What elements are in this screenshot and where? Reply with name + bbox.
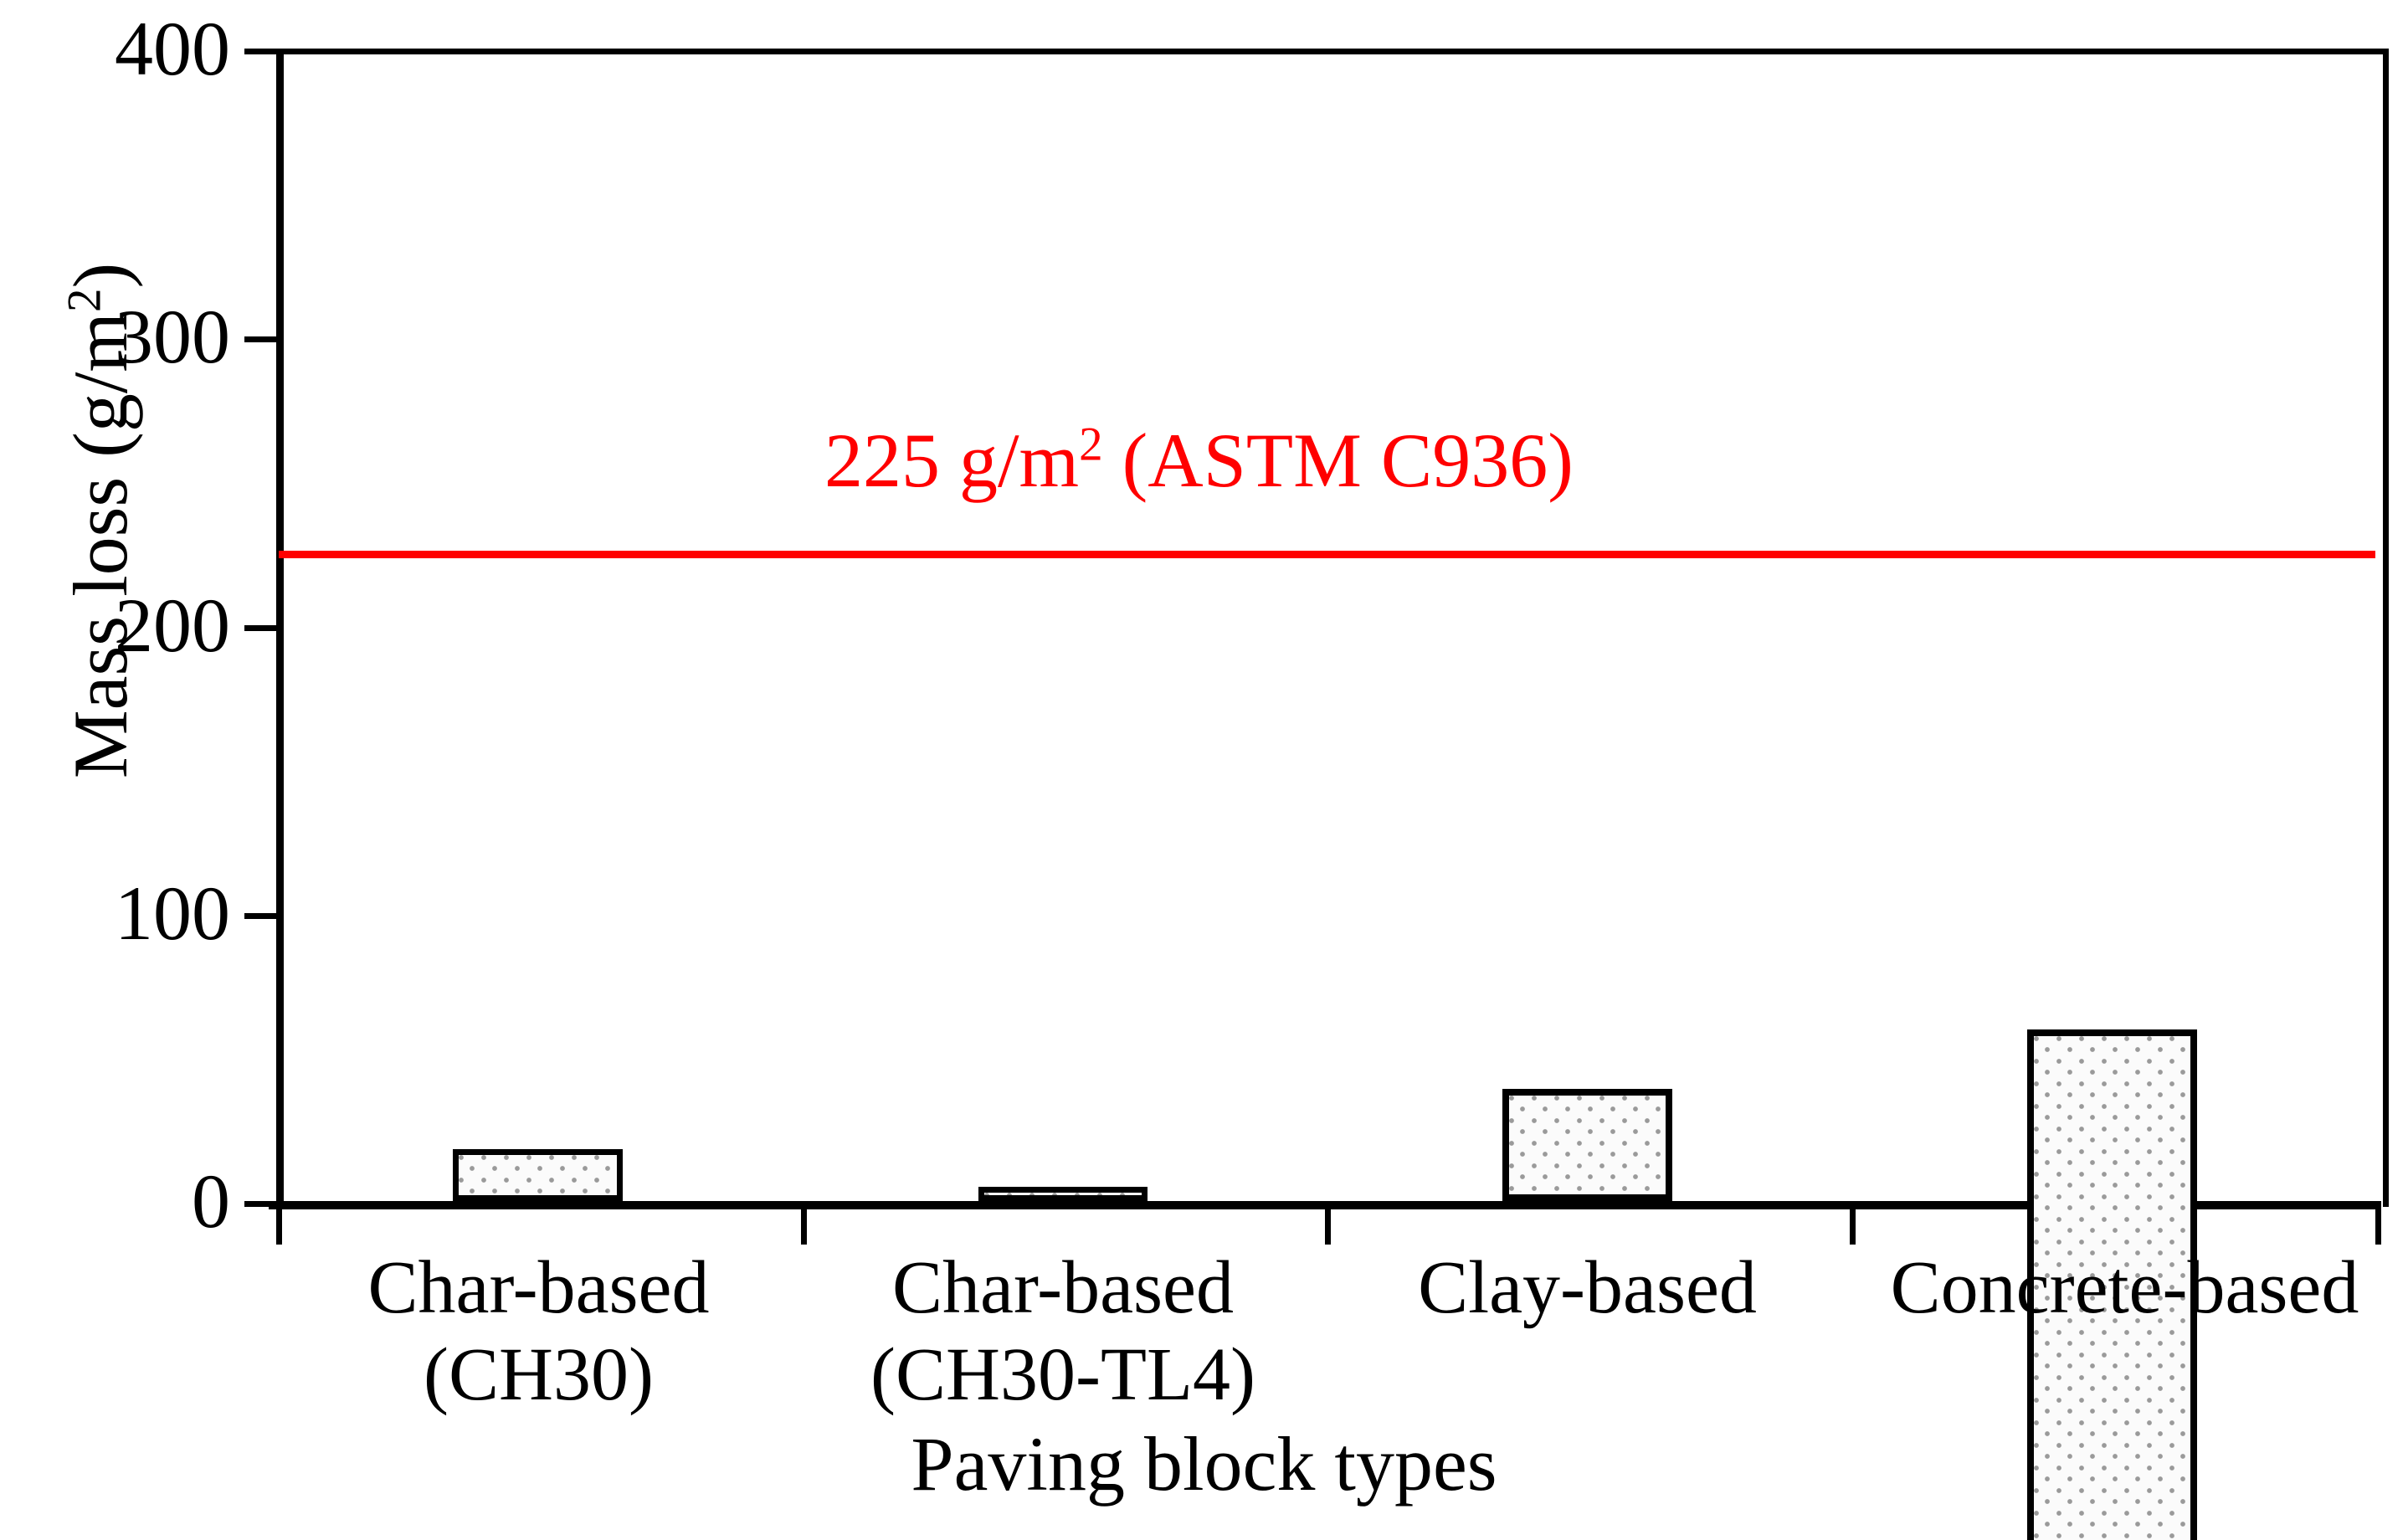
y-tick-100: [244, 913, 276, 919]
y-axis-title-tail: ): [58, 262, 143, 289]
x-category-label-line2: (CH30): [424, 1333, 654, 1416]
y-axis-title-main: Mass loss (g/m: [58, 312, 143, 779]
plot-area: [276, 49, 2389, 1207]
y-tick-label-100: 100: [115, 870, 230, 956]
y-tick-label-200: 200: [115, 583, 230, 668]
bar-char-based-ch30: [453, 1149, 623, 1201]
x-category-label-line1: Clay-based: [1418, 1246, 1757, 1329]
x-category-label-concrete-based: Concrete-based: [1841, 1245, 2408, 1332]
x-category-label-line1: Char-based: [367, 1246, 710, 1329]
y-tick-300: [244, 336, 276, 342]
x-category-label-char-based-ch30-tl4: Char-based (CH30-TL4): [801, 1245, 1325, 1419]
y-axis-title-superscript: 2: [58, 288, 111, 312]
x-axis-title: Paving block types: [911, 1421, 1497, 1507]
x-tick-3: [1850, 1208, 1856, 1245]
x-category-label-line2: (CH30-TL4): [870, 1333, 1255, 1416]
y-axis-title: Mass loss (g/m2): [57, 144, 144, 897]
x-category-label-line1: Char-based: [891, 1246, 1235, 1329]
y-tick-label-400: 400: [115, 6, 230, 91]
astm-threshold-line: [279, 551, 2375, 558]
y-tick-0: [244, 1201, 276, 1207]
x-axis-line: [269, 1201, 2381, 1209]
x-tick-2: [1325, 1208, 1331, 1245]
x-tick-4: [2375, 1208, 2381, 1245]
astm-threshold-standard: (ASTM C936): [1102, 418, 1574, 503]
astm-threshold-label: 225 g/m2 (ASTM C936): [824, 418, 1574, 502]
astm-threshold-value: 225 g/m: [824, 418, 1080, 503]
x-tick-1: [801, 1208, 807, 1245]
bar-concrete-based: [2027, 1029, 2197, 1540]
x-category-label-clay-based: Clay-based: [1325, 1245, 1850, 1332]
y-tick-400: [244, 49, 276, 54]
bar-char-based-ch30-tl4: [978, 1187, 1148, 1201]
x-tick-0: [276, 1208, 282, 1245]
astm-threshold-superscript: 2: [1079, 418, 1103, 471]
x-category-label-char-based-ch30: Char-based (CH30): [276, 1245, 801, 1419]
y-tick-label-0: 0: [192, 1158, 230, 1244]
y-tick-label-300: 300: [115, 294, 230, 379]
y-tick-200: [244, 625, 276, 631]
bar-clay-based: [1502, 1089, 1672, 1201]
x-category-label-line1: Concrete-based: [1890, 1246, 2359, 1329]
